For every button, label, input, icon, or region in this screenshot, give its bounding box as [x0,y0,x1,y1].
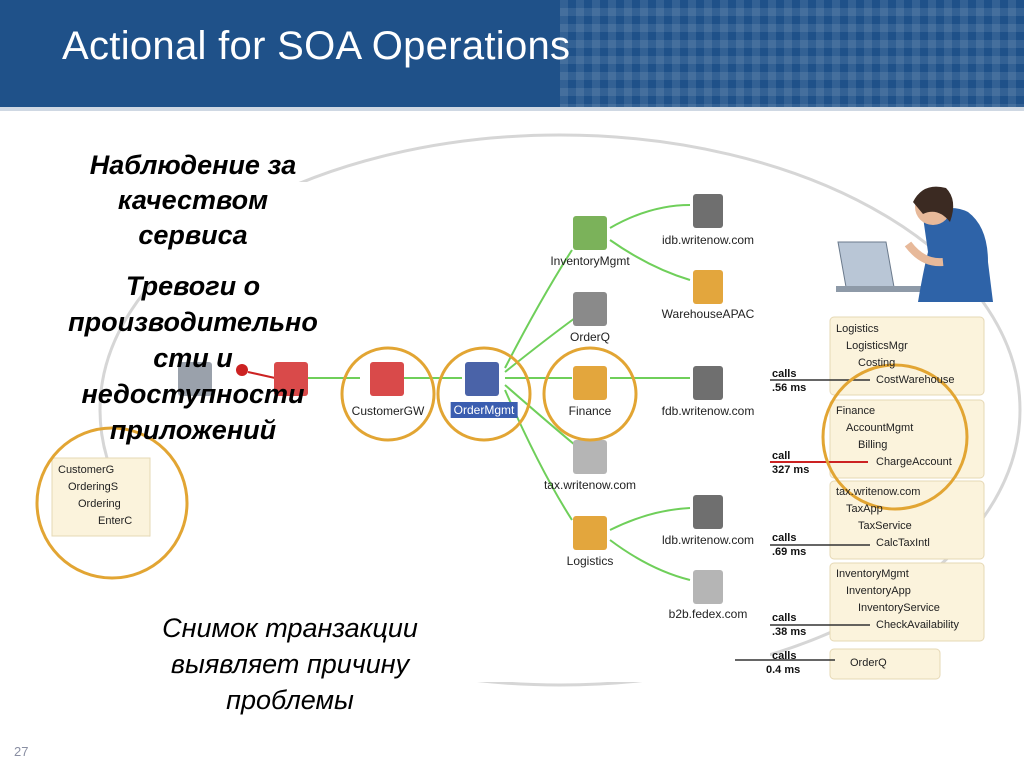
gateway-node-icon [274,362,308,396]
client-node-icon [178,362,212,396]
operator-illustration [828,186,1008,302]
alert-icon [236,364,248,376]
page-number: 27 [14,744,29,759]
ordermgmt-node-icon [465,362,499,396]
tree-row-logistics: LogisticsMgr [846,340,908,352]
title-bar: Actional for SOA Operations [0,0,1024,107]
stat-time: .56 ms [772,382,807,394]
node-label-ordermgmt[interactable]: OrderMgmt [450,402,518,418]
node-label-orderq: OrderQ [569,330,611,344]
header-pattern [560,0,1024,107]
node-label-finance: Finance [568,404,612,418]
circle-finance [542,346,638,442]
highlight-circles [35,346,969,580]
stat-time: 327 ms [772,464,810,476]
tree-row-tax: TaxApp [846,503,883,515]
tree-row-inventory: InventoryMgmt [836,568,909,580]
edge-logistics-b2b [609,539,691,581]
edge-inventory-idb [609,204,691,229]
circle-ordermgmt [436,346,532,442]
stat-calls: calls [772,368,797,380]
tree-row-finance: AccountMgmt [846,422,914,434]
circle-finance-tree [821,363,969,511]
tree-row-inventory: InventoryService [858,602,940,614]
node-label-tax: tax.writenow.com [543,478,637,492]
stat-time: .38 ms [772,626,807,638]
circle-left-tree [35,426,189,580]
stat-calls: calls [772,650,797,662]
caption-transaction-snapshot: Снимок транзакции выявляет причину пробл… [162,613,418,715]
tree-row-inventory: CheckAvailability [876,619,959,631]
left-tree-row: OrderingS [68,481,119,493]
node-label-idb: idb.writenow.com [661,233,755,247]
tax-tree-panel [829,480,985,560]
node-label-b2b: b2b.fedex.com [668,607,748,621]
left-tree-row: CustomerG [58,464,115,476]
tree-row-finance: Finance [836,405,876,417]
stat-time: .69 ms [772,546,807,558]
tree-row-orderq: OrderQ [850,657,887,669]
node-label-customergw: CustomerGW [351,404,425,418]
customergw-node-icon [370,362,404,396]
left-tree-panel [51,457,151,537]
tree-row-finance: ChargeAccount [876,456,952,468]
stat-calls: calls [772,532,797,544]
edge-ordermgmt-tax [504,384,576,446]
circle-customergw [340,346,436,442]
node-label-warehouse: WarehouseAPAC [661,307,755,321]
fdb-node-icon [693,366,723,400]
inventory-tree-panel [829,562,985,642]
tree-row-logistics: CostWarehouse [876,374,955,386]
tree-row-logistics: Logistics [836,323,879,335]
orderq-node-icon [573,292,607,326]
left-tree-row: Ordering [78,498,121,510]
tree-row-tax: tax.writenow.com [836,486,921,498]
tree-row-finance: Billing [858,439,888,451]
background-ellipse [98,133,1022,687]
node-label-fdb: fdb.writenow.com [661,404,755,418]
edge-ordermgmt-inventory [504,249,573,369]
warehouse-node-icon [693,270,723,304]
finance-node-icon [573,366,607,400]
stat-time: 0.4 ms [766,664,801,676]
tree-row-logistics: Costing [858,357,896,369]
tree-row-tax: CalcTaxIntl [876,537,930,549]
edge-alert [247,371,276,379]
inventory-node-icon [573,216,607,250]
ldb-node-icon [693,495,723,529]
logistics-tree-panel [829,316,985,396]
tax-node-icon [573,440,607,474]
edge-ordermgmt-orderq [504,317,576,373]
node-label-ldb: ldb.writenow.com [661,533,755,547]
finance-tree-panel [829,399,985,479]
tree-row-inventory: InventoryApp [846,585,911,597]
edge-inventory-warehouse [609,239,691,281]
slide-title: Actional for SOA Operations [62,24,571,68]
orderq-tree-panel [829,648,941,680]
node-label-inventory: InventoryMgmt [550,254,630,268]
logistics-node-icon [573,516,607,550]
stat-calls: calls [772,612,797,624]
tree-row-tax: TaxService [858,520,912,532]
left-tree-row: EnterC [98,515,133,527]
idb-node-icon [693,194,723,228]
edge-logistics-ldb [609,507,691,531]
bullet-performance-alerts: Тревоги о производительно сти и недоступ… [68,271,318,445]
b2b-node-icon [693,570,723,604]
bullet-quality-monitoring: Наблюдение за качеством сервиса [89,150,297,250]
node-label-logistics: Logistics [566,554,614,568]
stat-calls: call [772,450,791,462]
header-divider [0,107,1024,111]
